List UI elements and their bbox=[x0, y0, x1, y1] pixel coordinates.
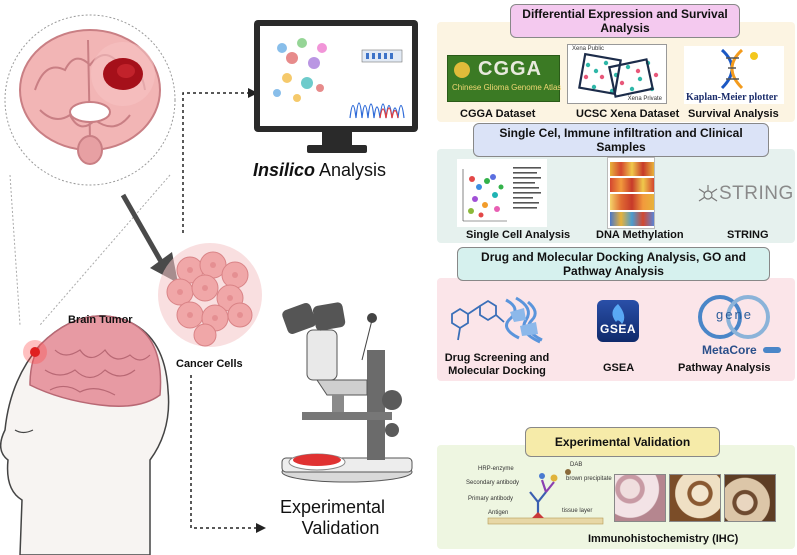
ihc-label-primary: Primary antibody bbox=[468, 496, 514, 502]
ihc-label-secondary: Secondary antibody bbox=[466, 480, 520, 486]
experimental-validation-label: Experimental Validation bbox=[280, 497, 385, 539]
label-immunohistochemistry: Immunohistochemistry (IHC) bbox=[588, 533, 739, 545]
ihc-label-hrp: HRP-enzyme bbox=[478, 466, 514, 472]
section-title-differential-expression: Differential Expression and Survival Ana… bbox=[510, 4, 740, 38]
experimental-line-1: Experimental bbox=[280, 497, 386, 517]
ihc-label-brown: brown precipitate bbox=[566, 476, 612, 482]
single-cell-tsne-plot bbox=[457, 159, 547, 227]
label-survival-analysis: Survival Analysis bbox=[688, 108, 779, 120]
gsea-logo-text: GSEA bbox=[600, 322, 637, 336]
brain-tumor-label: Brain Tumor bbox=[68, 314, 133, 326]
insilico-analysis-label: Insilico Analysis bbox=[253, 160, 386, 181]
cgga-logo: CGGA Chinese Glioma Genome Atlas bbox=[447, 55, 562, 102]
kaplan-meier-logo: Kaplan-Meier plotter bbox=[684, 46, 784, 104]
computer-monitor-icon bbox=[252, 18, 422, 158]
gsea-logo: GSEA bbox=[597, 300, 639, 342]
cgga-logo-title: CGGA bbox=[478, 58, 542, 80]
insilico-rest-text: Analysis bbox=[315, 160, 387, 180]
label-dna-methylation: DNA Methylation bbox=[596, 229, 684, 241]
dashed-arrow-to-validation bbox=[190, 375, 266, 533]
section-title-drug-docking: Drug and Molecular Docking Analysis, GO … bbox=[457, 247, 770, 281]
microscope-icon bbox=[272, 300, 432, 485]
ihc-label-tissue: tissue layer bbox=[562, 508, 593, 514]
ihc-antibody-diagram: HRP-enzyme DAB Secondary antibody brown … bbox=[458, 460, 612, 530]
head-silhouette bbox=[0, 300, 175, 555]
dashed-arrow-to-insilico bbox=[182, 88, 258, 233]
section-title-experimental-validation: Experimental Validation bbox=[525, 427, 720, 457]
cgga-logo-subtitle: Chinese Glioma Genome Atlas bbox=[452, 83, 562, 92]
string-network-icon bbox=[698, 185, 718, 202]
label-gsea: GSEA bbox=[603, 362, 635, 374]
ihc-label-antigen: Antigen bbox=[488, 510, 509, 516]
cgga-emblem-icon bbox=[454, 62, 470, 78]
ihc-tissue-image-1 bbox=[614, 474, 666, 522]
cancer-cells-cluster bbox=[155, 240, 265, 350]
label-drug-screening: Drug Screening and Molecular Docking bbox=[441, 352, 553, 378]
dna-methylation-heatmap bbox=[607, 157, 655, 229]
string-logo-text: STRING bbox=[719, 183, 794, 204]
zoom-connector-lines bbox=[9, 174, 171, 326]
xena-public-text: Xena Public bbox=[572, 46, 605, 52]
ihc-tissue-image-2 bbox=[669, 474, 721, 522]
ihc-tissue-image-3 bbox=[724, 474, 776, 522]
gene-logo-text: gene bbox=[716, 307, 753, 322]
molecular-docking-icon bbox=[444, 292, 554, 350]
label-single-cell-analysis: Single Cell Analysis bbox=[466, 229, 571, 241]
xena-private-text: Xena Private bbox=[627, 96, 662, 102]
label-pathway-analysis: Pathway Analysis bbox=[678, 362, 771, 374]
metacore-swoosh-icon bbox=[763, 346, 782, 353]
cancer-cells-label: Cancer Cells bbox=[176, 358, 243, 370]
metacore-logo-text: MetaCore bbox=[702, 343, 757, 357]
label-drug-screening-text: Drug Screening and Molecular Docking bbox=[444, 352, 550, 377]
metacore-logo: MetaCore bbox=[702, 341, 782, 357]
ihc-label-dab: DAB bbox=[570, 462, 583, 468]
experimental-line-2: Validation bbox=[301, 518, 380, 538]
string-logo: STRING bbox=[697, 182, 793, 208]
brain-cross-section bbox=[0, 0, 180, 200]
insilico-italic-text: Insilico bbox=[253, 160, 316, 180]
label-cgga-dataset: CGGA Dataset bbox=[460, 108, 536, 120]
kaplan-meier-text: Kaplan-Meier plotter bbox=[686, 92, 778, 103]
dna-helix-icon bbox=[720, 48, 758, 90]
label-string: STRING bbox=[727, 229, 769, 241]
label-ucsc-xena-dataset: UCSC Xena Dataset bbox=[576, 108, 680, 120]
section-title-single-cell: Single Cel, Immune infiltration and Clin… bbox=[473, 123, 769, 157]
gene-ontology-logo: gene bbox=[690, 293, 785, 343]
ucsc-xena-logo: Xena Public Xena Private bbox=[567, 44, 667, 104]
